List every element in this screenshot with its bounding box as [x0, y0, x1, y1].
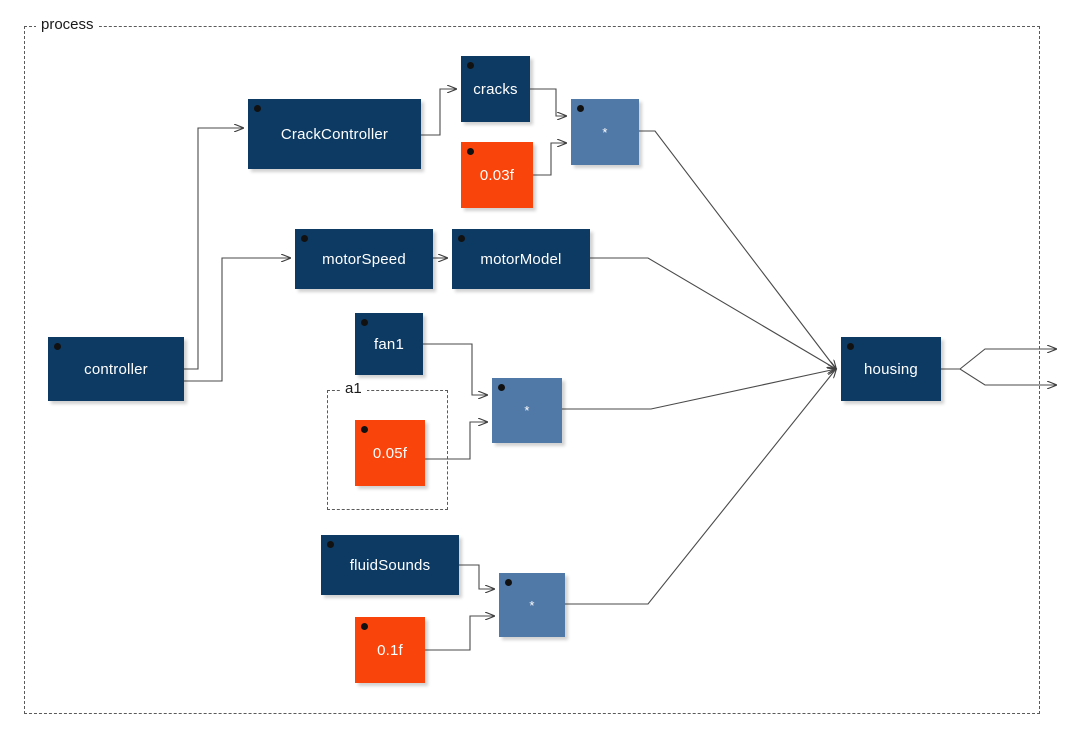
block-label-const005: 0.05f	[372, 444, 408, 462]
block-label-mul1: *	[602, 124, 608, 140]
block-const01[interactable]: 0.1f	[355, 617, 425, 683]
port-dot-icon	[361, 426, 368, 433]
port-dot-icon	[458, 235, 465, 242]
block-label-housing: housing	[864, 360, 918, 378]
block-label-motormodel: motorModel	[480, 250, 562, 268]
port-dot-icon	[847, 343, 854, 350]
block-label-fluidsounds: fluidSounds	[349, 556, 431, 574]
block-motormodel[interactable]: motorModel	[452, 229, 590, 289]
group-label-a1: a1	[340, 381, 367, 396]
block-label-mul2: *	[524, 403, 530, 418]
block-mul2[interactable]: *	[492, 378, 562, 443]
port-dot-icon	[54, 343, 61, 350]
block-mul1[interactable]: *	[571, 99, 639, 165]
block-cracks[interactable]: cracks	[461, 56, 530, 122]
block-const003[interactable]: 0.03f	[461, 142, 533, 208]
block-label-const003: 0.03f	[479, 166, 515, 184]
group-box-a1[interactable]	[327, 390, 448, 510]
block-controller[interactable]: controller	[48, 337, 184, 401]
port-dot-icon	[577, 105, 584, 112]
block-mul3[interactable]: *	[499, 573, 565, 637]
port-dot-icon	[498, 384, 505, 391]
port-dot-icon	[301, 235, 308, 242]
port-dot-icon	[361, 623, 368, 630]
port-dot-icon	[254, 105, 261, 112]
block-motorspeed[interactable]: motorSpeed	[295, 229, 433, 289]
port-dot-icon	[327, 541, 334, 548]
group-box-process[interactable]	[24, 26, 1040, 714]
block-fluidsounds[interactable]: fluidSounds	[321, 535, 459, 595]
block-label-controller: controller	[84, 360, 148, 378]
port-dot-icon	[467, 62, 474, 69]
block-label-cracks: cracks	[473, 80, 518, 98]
block-label-fan1: fan1	[374, 335, 404, 353]
port-dot-icon	[467, 148, 474, 155]
block-label-motorspeed: motorSpeed	[322, 250, 406, 268]
block-housing[interactable]: housing	[841, 337, 941, 401]
block-label-crackcontroller: CrackController	[280, 125, 389, 143]
block-const005[interactable]: 0.05f	[355, 420, 425, 486]
block-crackcontroller[interactable]: CrackController	[248, 99, 421, 169]
block-label-mul3: *	[529, 597, 535, 613]
port-dot-icon	[505, 579, 512, 586]
group-label-process: process	[36, 17, 99, 32]
port-dot-icon	[361, 319, 368, 326]
block-fan1[interactable]: fan1	[355, 313, 423, 375]
block-label-const01: 0.1f	[377, 641, 403, 659]
